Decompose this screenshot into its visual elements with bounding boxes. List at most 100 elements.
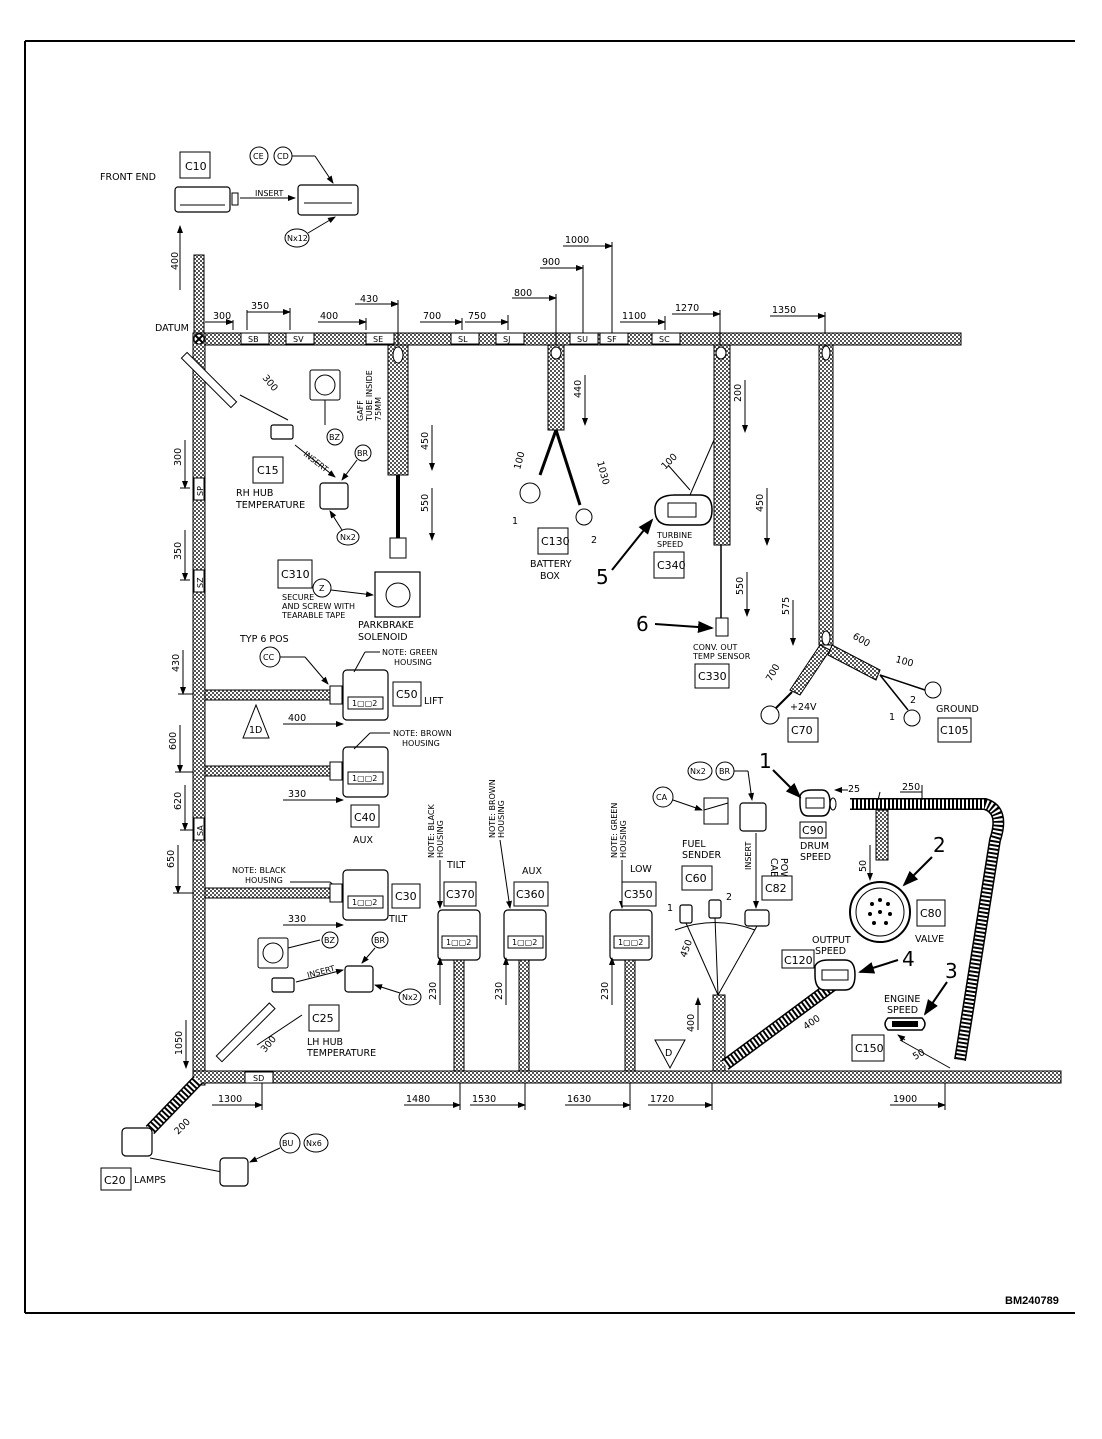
cd-tag: CD [277, 152, 289, 161]
c350-note: NOTE: GREEN [610, 803, 619, 858]
connector-c30: NOTE: BLACK HOUSING 1▢▢2 C30 TILT 330 [204, 866, 421, 928]
c340-name2: SPEED [657, 540, 683, 549]
c70-name: +24V [790, 702, 817, 713]
dim-900: 900 [542, 257, 560, 268]
main-harness: DATUM [155, 254, 1062, 1086]
c50-note: NOTE: GREEN [382, 648, 437, 657]
c15-nx2: Nx2 [340, 533, 356, 542]
c130-name: BATTERY [530, 559, 572, 570]
c120-name2: SPEED [815, 946, 846, 957]
c330-id: C330 [698, 670, 727, 683]
c350-pins: 1▢▢2 [618, 938, 643, 947]
c350-id: C350 [624, 888, 653, 901]
sleeve-sa: SA [196, 825, 205, 836]
gr-600: 600 [851, 631, 872, 650]
tag-d: D [665, 1048, 672, 1059]
c370-name: TILT [446, 860, 466, 871]
c350-name: LOW [630, 864, 652, 875]
lamp-200: 200 [172, 1117, 193, 1138]
pb-tube2: TUBE INSIDE [365, 370, 374, 422]
c90-id: C90 [802, 824, 824, 837]
c30-name: TILT [388, 914, 408, 925]
c15-br: BR [357, 449, 368, 458]
sleeve-sl: SL [458, 335, 468, 344]
dim-300: 300 [213, 311, 231, 322]
c330-name: CONV. OUT [693, 643, 738, 652]
c30-note: NOTE: BLACK [232, 866, 287, 875]
dim-800: 800 [514, 288, 532, 299]
dim-1100: 1100 [622, 311, 646, 322]
dim-v400: 400 [170, 252, 181, 270]
c40-note: NOTE: BROWN [393, 729, 452, 738]
connector-c360: NOTE: BROWN HOUSING AUX C360 1▢▢2 230 [488, 779, 549, 1072]
sleeve-sv: SV [293, 335, 304, 344]
c60-450: 450 [678, 938, 695, 959]
bat-pin1: 1 [512, 516, 518, 527]
datum-label: DATUM [155, 323, 189, 334]
bottom-dimensions: 1300 1480 1530 1630 1720 1900 [212, 1083, 946, 1110]
left-dimensions: 400 300 350 430 600 620 650 1050 [166, 225, 193, 1069]
dim-v430: 430 [171, 654, 182, 672]
connector-c370: NOTE: BLACK HOUSING TILT C370 1▢▢2 230 [427, 803, 481, 1072]
callout-2: 2 [933, 833, 946, 857]
c90-name2: SPEED [800, 852, 831, 863]
sleeve-sf: SF [607, 335, 617, 344]
c60-name2: SENDER [682, 850, 721, 861]
top-dimensions: 300 350 400 430 700 750 800 900 1000 110… [205, 235, 826, 348]
c82-nx2: Nx2 [690, 767, 706, 776]
c60-400: 400 [686, 1014, 697, 1032]
callout-1: 1 [759, 749, 772, 773]
gr-pin1: 1 [889, 712, 895, 723]
pb-tube: 75MM [374, 397, 383, 421]
bat-pin2: 2 [591, 535, 597, 546]
c82-id: C82 [765, 882, 787, 895]
pb-name2: SOLENOID [358, 632, 408, 643]
c15-insert: INSERT [302, 449, 330, 474]
connector-c25: BZ BR INSERT Nx2 300 C25 LH HUB TEMPERAT… [215, 931, 422, 1063]
gr-pin2: 2 [910, 695, 916, 706]
right-loop: 400 25 250 C90 DRUM SPEED 50 C80 VALVE O… [721, 782, 1005, 1070]
z-tag: Z [319, 584, 325, 593]
sleeve-sp: SP [196, 486, 205, 496]
sleeve-su: SU [577, 335, 588, 344]
sleeve-sc: SC [659, 335, 670, 344]
c10-id: C10 [185, 160, 207, 173]
gr-100: 100 [894, 654, 914, 669]
c370-pins: 1▢▢2 [446, 938, 471, 947]
c150-name: ENGINE [884, 994, 920, 1005]
c310-note1: SECURE [282, 593, 314, 602]
dim-1530: 1530 [472, 1094, 496, 1105]
pb-name: PARKBRAKE [358, 620, 414, 631]
c30-pins: 1▢▢2 [352, 898, 377, 907]
sleeve-sz: SZ [196, 577, 205, 588]
c80-name: VALVE [915, 934, 944, 945]
c25-insert: INSERT [306, 964, 336, 980]
document-code: BM240789 [1005, 1295, 1059, 1307]
c60-pin1: 1 [667, 903, 673, 914]
dim-v350: 350 [173, 542, 184, 560]
callout-6: 6 [636, 612, 649, 636]
c40-330: 330 [288, 789, 306, 800]
tb-550: 550 [735, 577, 746, 595]
sleeve-sj: SJ [503, 335, 510, 344]
gr-700: 700 [764, 662, 783, 683]
ca-tag: CA [656, 793, 668, 802]
c50-note2: HOUSING [394, 658, 432, 667]
c30-id: C30 [395, 890, 417, 903]
c360-id: C360 [516, 888, 545, 901]
e-50: 50 [911, 1047, 927, 1063]
callouts: 1 2 3 4 5 6 [596, 518, 958, 1016]
sleeve-se: SE [373, 335, 383, 344]
nx12-tag: Nx12 [287, 234, 308, 243]
c360-note: NOTE: BROWN [488, 779, 497, 838]
c80-id: C80 [920, 907, 942, 920]
c105-name: GROUND [936, 704, 979, 715]
c150-name2: SPEED [887, 1005, 918, 1016]
tb-450: 450 [755, 494, 766, 512]
dim-350: 350 [251, 301, 269, 312]
sleeve-labels: SB SV SE SL SJ SU SF SC SP SZ SA SD [193, 332, 681, 1084]
r-50: 50 [858, 860, 869, 872]
c370-id: C370 [446, 888, 475, 901]
c15-bz: BZ [329, 433, 340, 442]
battery-box: 440 1 2 100 1030 C130 BATTERY BOX [512, 344, 611, 582]
